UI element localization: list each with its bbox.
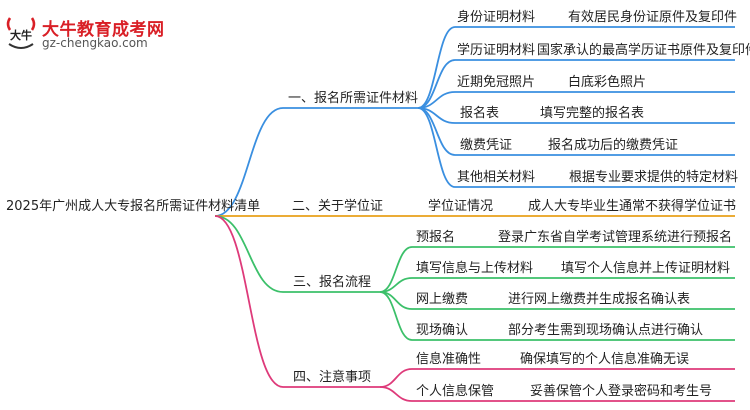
item-value: 进行网上缴费并生成报名确认表 [508, 292, 691, 307]
item-connector [417, 107, 456, 188]
item-value: 根据专业要求提供的特定材料 [569, 170, 739, 185]
branch-label-notes: 四、注意事项 [293, 370, 372, 385]
item-key: 现场确认 [416, 323, 469, 338]
item-key: 报名表 [460, 106, 500, 121]
root-topic: 2025年广州成人大专报名所需证件材料清单 [6, 199, 261, 214]
item-value: 填写个人信息并上传证明材料 [561, 261, 731, 276]
item-key: 网上缴费 [416, 292, 469, 307]
branch-label-process: 三、报名流程 [293, 275, 372, 290]
item-connector [379, 386, 413, 402]
item-value: 成人大专毕业生通常不获得学位证书 [528, 199, 737, 214]
item-key: 个人信息保管 [416, 384, 495, 399]
item-value: 妥善保管个人登录密码和考生号 [530, 384, 713, 399]
item-value: 白底彩色照片 [568, 75, 647, 90]
root-connector [214, 215, 284, 388]
item-connector [379, 368, 413, 388]
connector-lines [214, 26, 735, 402]
item-value: 部分考生需到现场确认点进行确认 [508, 323, 704, 338]
item-connector [417, 26, 456, 109]
item-key: 身份证明材料 [457, 10, 536, 25]
bull-logo-icon: 大牛 [6, 17, 36, 49]
item-value: 有效居民身份证原件及复印件 [568, 10, 738, 25]
branch-label-materials: 一、报名所需证件材料 [288, 91, 419, 106]
item-key: 缴费凭证 [460, 138, 513, 153]
item-key: 其他相关材料 [457, 170, 536, 185]
item-key: 近期免冠照片 [457, 75, 536, 90]
site-logo[interactable]: 大牛 大牛教育成考网 gz-chengkao.com [4, 14, 194, 54]
root-connector [214, 215, 284, 293]
item-key: 填写信息与上传材料 [416, 261, 534, 276]
item-key: 学历证明材料 [457, 43, 536, 58]
logo-mark: 大牛 [10, 28, 32, 42]
item-connector [379, 291, 413, 341]
item-connector [379, 246, 413, 293]
item-key: 信息准确性 [416, 352, 482, 367]
item-value: 国家承认的最高学历证书原件及复印件 [537, 43, 750, 58]
item-value: 确保填写的个人信息准确无误 [520, 352, 690, 367]
item-value: 填写完整的报名表 [540, 106, 645, 121]
item-value: 报名成功后的缴费凭证 [548, 138, 679, 153]
logo-title: 大牛教育成考网 [42, 20, 165, 40]
item-key: 预报名 [416, 230, 456, 245]
item-value: 登录广东省自学考试管理系统进行预报名 [498, 230, 733, 245]
item-key: 学位证情况 [428, 199, 494, 214]
logo-url: gz-chengkao.com [42, 36, 148, 50]
branch-label-degree: 二、关于学位证 [292, 199, 384, 214]
root-connector [214, 107, 284, 217]
